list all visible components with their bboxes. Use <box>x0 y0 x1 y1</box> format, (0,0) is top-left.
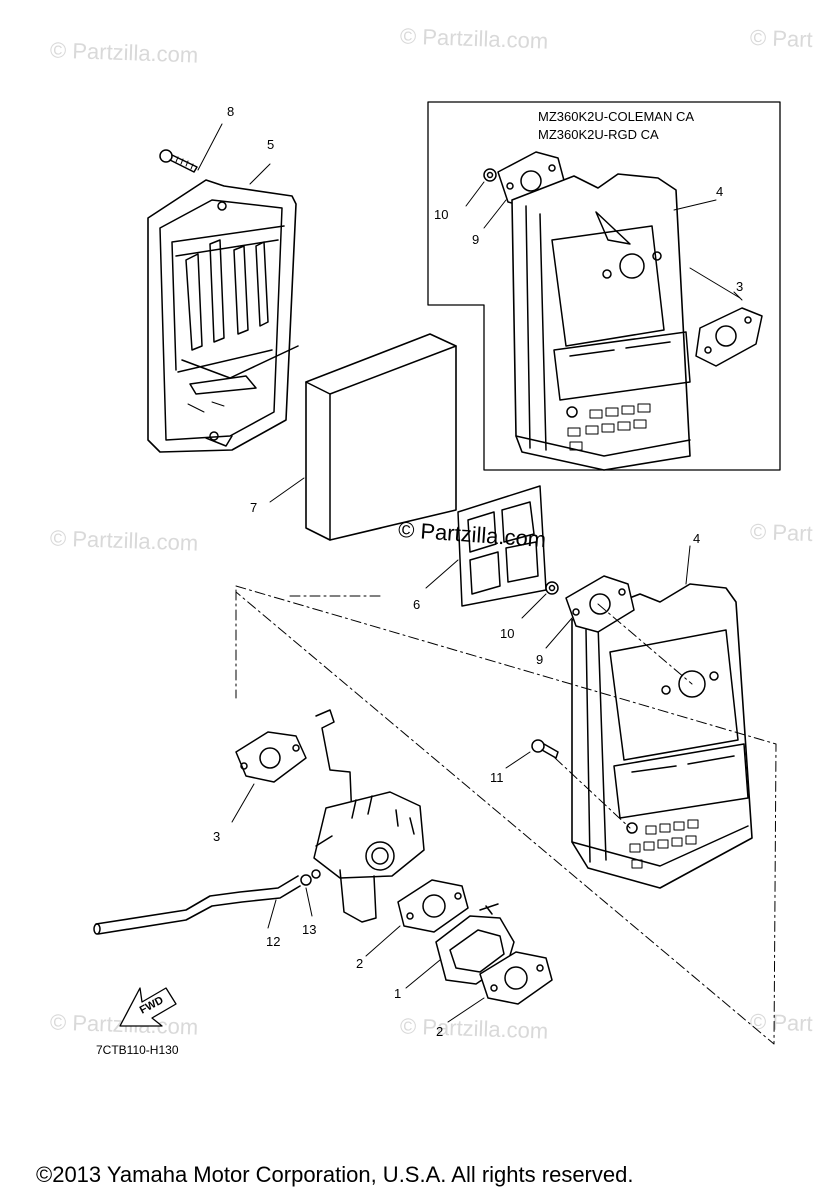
gasket-part-2-upper <box>365 879 469 957</box>
carburetor <box>313 709 499 923</box>
alignment-lines <box>235 585 777 1045</box>
callout-5: 5 <box>267 137 275 152</box>
callout-10: 10 <box>500 626 515 641</box>
fwd-arrow-icon: FWD <box>119 987 177 1027</box>
callout-6: 6 <box>413 597 421 612</box>
inset-model-label-2: MZ360K2U-RGD CA <box>538 127 659 142</box>
inset-frame <box>427 101 781 471</box>
callout-11: 11 <box>490 770 504 785</box>
air-filter-element-part-7 <box>269 333 457 541</box>
hose-part-12 <box>93 875 301 935</box>
intake-cover-part-4 <box>571 545 753 889</box>
callout-7: 7 <box>250 500 258 515</box>
clamp-part-13 <box>300 869 321 917</box>
gasket-part-3 <box>231 731 307 823</box>
callout-3: 3 <box>213 829 221 844</box>
inset-model-label-1: MZ360K2U-COLEMAN CA <box>538 109 695 124</box>
callout-2-lower: 2 <box>436 1024 444 1039</box>
callout-1: 1 <box>394 986 402 1001</box>
air-cleaner-case-part-5 <box>147 163 299 453</box>
bolt-part-11 <box>505 739 559 769</box>
callout-2-upper: 2 <box>356 956 364 971</box>
callout-9-inset: 9 <box>472 232 480 247</box>
callout-9: 9 <box>536 652 544 667</box>
inset-parts <box>465 151 763 471</box>
gasket-part-2-lower <box>447 951 553 1023</box>
callout-4-inset: 4 <box>716 184 724 199</box>
callout-4: 4 <box>693 531 701 546</box>
screw-part-8 <box>159 123 223 173</box>
callout-8: 8 <box>227 104 235 119</box>
nut-and-gasket <box>521 575 635 649</box>
callout-13: 13 <box>302 922 317 937</box>
callout-12: 12 <box>266 934 281 949</box>
callout-10-inset: 10 <box>434 207 449 222</box>
copyright: ©2013 Yamaha Motor Corporation, U.S.A. A… <box>36 1162 634 1187</box>
diagram-code: 7CTB110-H130 <box>96 1043 179 1057</box>
callout-3-inset: 3 <box>736 279 744 294</box>
